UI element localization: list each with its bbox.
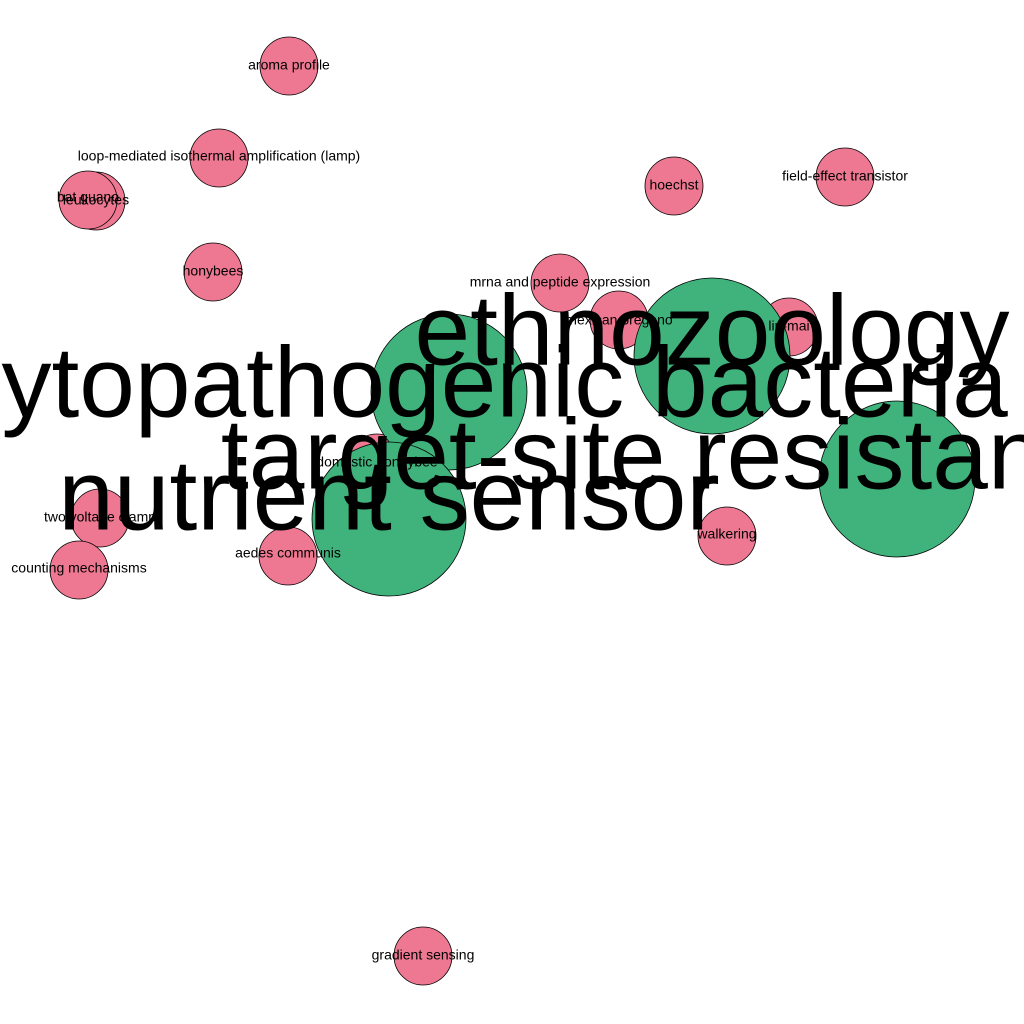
label-mexican-oregano: mexican oregano [565, 312, 673, 328]
label-aedes-communis: aedes communis [235, 545, 341, 561]
node-bat-guano [58, 170, 118, 230]
label-gradient-sensing: gradient sensing [372, 947, 475, 963]
label-ethnozoology: ethnozoology [415, 274, 1010, 386]
label-nutrient-sensor: nutrient sensor [58, 439, 719, 551]
label-lamp: loop-mediated isothermal amplification (… [78, 148, 360, 164]
label-leukocytes: leukocytes [63, 192, 129, 208]
node-lamp [189, 128, 249, 188]
node-hoechst [644, 156, 704, 216]
node-phytopathogenic-bacteria [370, 313, 528, 471]
label-hoechst: hoechst [649, 177, 698, 193]
label-aroma-profile: aroma profile [248, 57, 330, 73]
node-aedes-communis [258, 526, 318, 586]
label-counting-mechanisms: counting mechanisms [11, 560, 146, 576]
node-circles [49, 36, 976, 986]
node-nutrient-sensor [311, 441, 467, 597]
node-honybees [183, 242, 243, 302]
label-target-site-resistance: target-site resistance [221, 398, 1024, 510]
node-two-voltage-clamp [70, 488, 130, 548]
label-honybees: honybees [183, 263, 244, 279]
node-aroma-profile [259, 36, 319, 96]
node-field-effect-transistor [815, 147, 875, 207]
node-ethnozoology [633, 277, 791, 435]
label-domestic-honeybee: domestic honeybee [316, 454, 438, 470]
label-mrna-peptide: mrna and peptide expression [470, 274, 651, 290]
label-phytopathogenic-bacteria: phytopathogenic bacteria [0, 326, 1008, 438]
label-field-effect-transistor: field-effect transistor [782, 168, 908, 184]
label-bat-guano: bat guano [57, 189, 119, 205]
label-liu-mai: liu-mai [768, 318, 809, 334]
node-mrna-peptide [530, 253, 590, 313]
node-target-site-resistance [818, 400, 976, 558]
node-walkering [697, 506, 757, 566]
node-gradient-sensing [393, 926, 453, 986]
node-counting-mechanisms [49, 540, 109, 600]
label-two-voltage-clamp: two voltage clamp [44, 509, 156, 525]
label-walkering: walkering [696, 526, 756, 542]
